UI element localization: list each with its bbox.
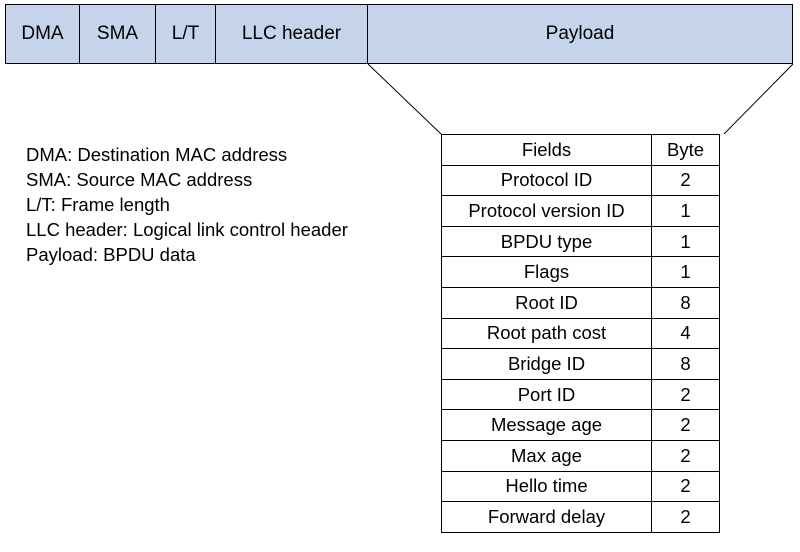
legend-item-llc-header: LLC header: Logical link control header — [26, 219, 348, 240]
field-bytes: 1 — [651, 256, 720, 288]
legend-item-dma: DMA: Destination MAC address — [26, 144, 288, 165]
field-bytes: 2 — [651, 409, 720, 441]
field-name: Root path cost — [441, 317, 652, 350]
field-name: Root ID — [441, 286, 652, 319]
field-name: Protocol version ID — [441, 195, 652, 227]
field-name: Hello time — [441, 470, 652, 503]
field-name: Port ID — [441, 378, 652, 411]
table-header-row: Fields Byte — [441, 134, 720, 166]
field-bytes: 2 — [651, 378, 720, 411]
legend-item-payload: Payload: BPDU data — [26, 244, 196, 265]
field-bytes: 1 — [651, 195, 720, 227]
legend-item-sma: SMA: Source MAC address — [26, 169, 253, 190]
legend: DMA: Destination MAC address SMA: Source… — [26, 142, 348, 267]
frame-field-sma: SMA — [80, 5, 156, 63]
field-bytes: 2 — [651, 164, 720, 197]
field-bytes: 2 — [651, 501, 720, 533]
frame-field-llc-header: LLC header — [216, 5, 368, 63]
expansion-line-left — [367, 63, 442, 135]
field-bytes: 2 — [651, 470, 720, 503]
frame-field-lt: L/T — [156, 5, 216, 63]
field-bytes: 2 — [651, 439, 720, 472]
field-name: Forward delay — [441, 501, 652, 533]
field-name: Max age — [441, 439, 652, 472]
frame-field-dma: DMA — [6, 5, 80, 63]
field-name: Bridge ID — [441, 348, 652, 380]
column-header-byte: Byte — [651, 134, 720, 166]
frame-field-payload: Payload — [545, 23, 615, 44]
field-name: Message age — [441, 409, 652, 441]
frame-diagram: DMA SMA L/T LLC header Payload — [5, 4, 793, 64]
expansion-line-right — [723, 63, 794, 135]
field-bytes: 8 — [651, 286, 720, 319]
legend-item-lt: L/T: Frame length — [26, 194, 170, 215]
field-bytes: 8 — [651, 348, 720, 380]
field-bytes: 4 — [651, 317, 720, 350]
field-bytes: 1 — [651, 225, 720, 258]
field-name: Protocol ID — [441, 164, 652, 197]
field-name: BPDU type — [441, 225, 652, 258]
column-header-fields: Fields — [441, 134, 652, 166]
field-name: Flags — [441, 256, 652, 288]
